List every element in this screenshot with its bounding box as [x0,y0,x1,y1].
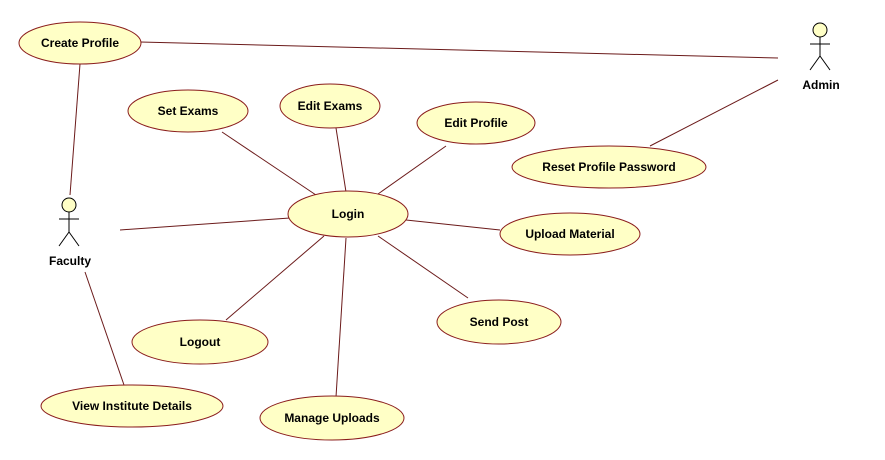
use-case-view-institute-details[interactable]: View Institute Details [40,384,224,428]
faculty-leg-right-icon [68,231,80,247]
association-login-logout [225,235,325,321]
use-case-edit-profile[interactable]: Edit Profile [416,101,536,145]
view-institute-details-label: View Institute Details [72,399,192,413]
association-create-profile-admin [139,41,779,59]
manage-uploads-label: Manage Uploads [284,411,380,425]
admin-leg-right-icon [819,55,831,71]
associations [69,41,779,398]
use-case-manage-uploads[interactable]: Manage Uploads [259,395,405,441]
admin-label: Admin [802,78,839,92]
association-edit-profile-login [377,145,447,195]
use-case-login[interactable]: Login [287,190,409,238]
reset-profile-password-label: Reset Profile Password [542,160,675,174]
association-login-manage-uploads [335,237,347,398]
association-faculty-view-institute [84,271,125,386]
association-login-upload-material [405,219,501,231]
use-case-reset-profile-password[interactable]: Reset Profile Password [511,145,707,189]
association-faculty-login [119,217,291,231]
association-set-exams-login [221,131,317,196]
actor-admin: Admin [802,22,840,92]
send-post-label: Send Post [470,315,529,329]
set-exams-label: Set Exams [158,104,219,118]
faculty-head-icon [61,197,77,213]
create-profile-label: Create Profile [41,36,119,50]
actor-faculty: Faculty [49,197,91,268]
use-case-logout[interactable]: Logout [131,319,269,365]
association-create-profile-faculty [69,63,81,196]
logout-label: Logout [180,335,221,349]
use-case-set-exams[interactable]: Set Exams [127,89,249,133]
faculty-leg-left-icon [58,231,70,247]
admin-head-icon [812,22,828,38]
association-edit-exams-login [335,127,347,193]
edit-profile-label: Edit Profile [444,116,508,130]
upload-material-label: Upload Material [525,227,614,241]
association-admin-reset-password [649,79,779,147]
use-case-upload-material[interactable]: Upload Material [499,212,641,256]
use-case-create-profile[interactable]: Create Profile [18,21,142,65]
login-label: Login [332,207,365,221]
use-case-send-post[interactable]: Send Post [436,299,562,345]
use-case-edit-exams[interactable]: Edit Exams [279,83,381,129]
admin-leg-left-icon [809,55,821,71]
faculty-label: Faculty [49,254,91,268]
association-login-send-post [377,235,469,299]
edit-exams-label: Edit Exams [298,99,363,113]
